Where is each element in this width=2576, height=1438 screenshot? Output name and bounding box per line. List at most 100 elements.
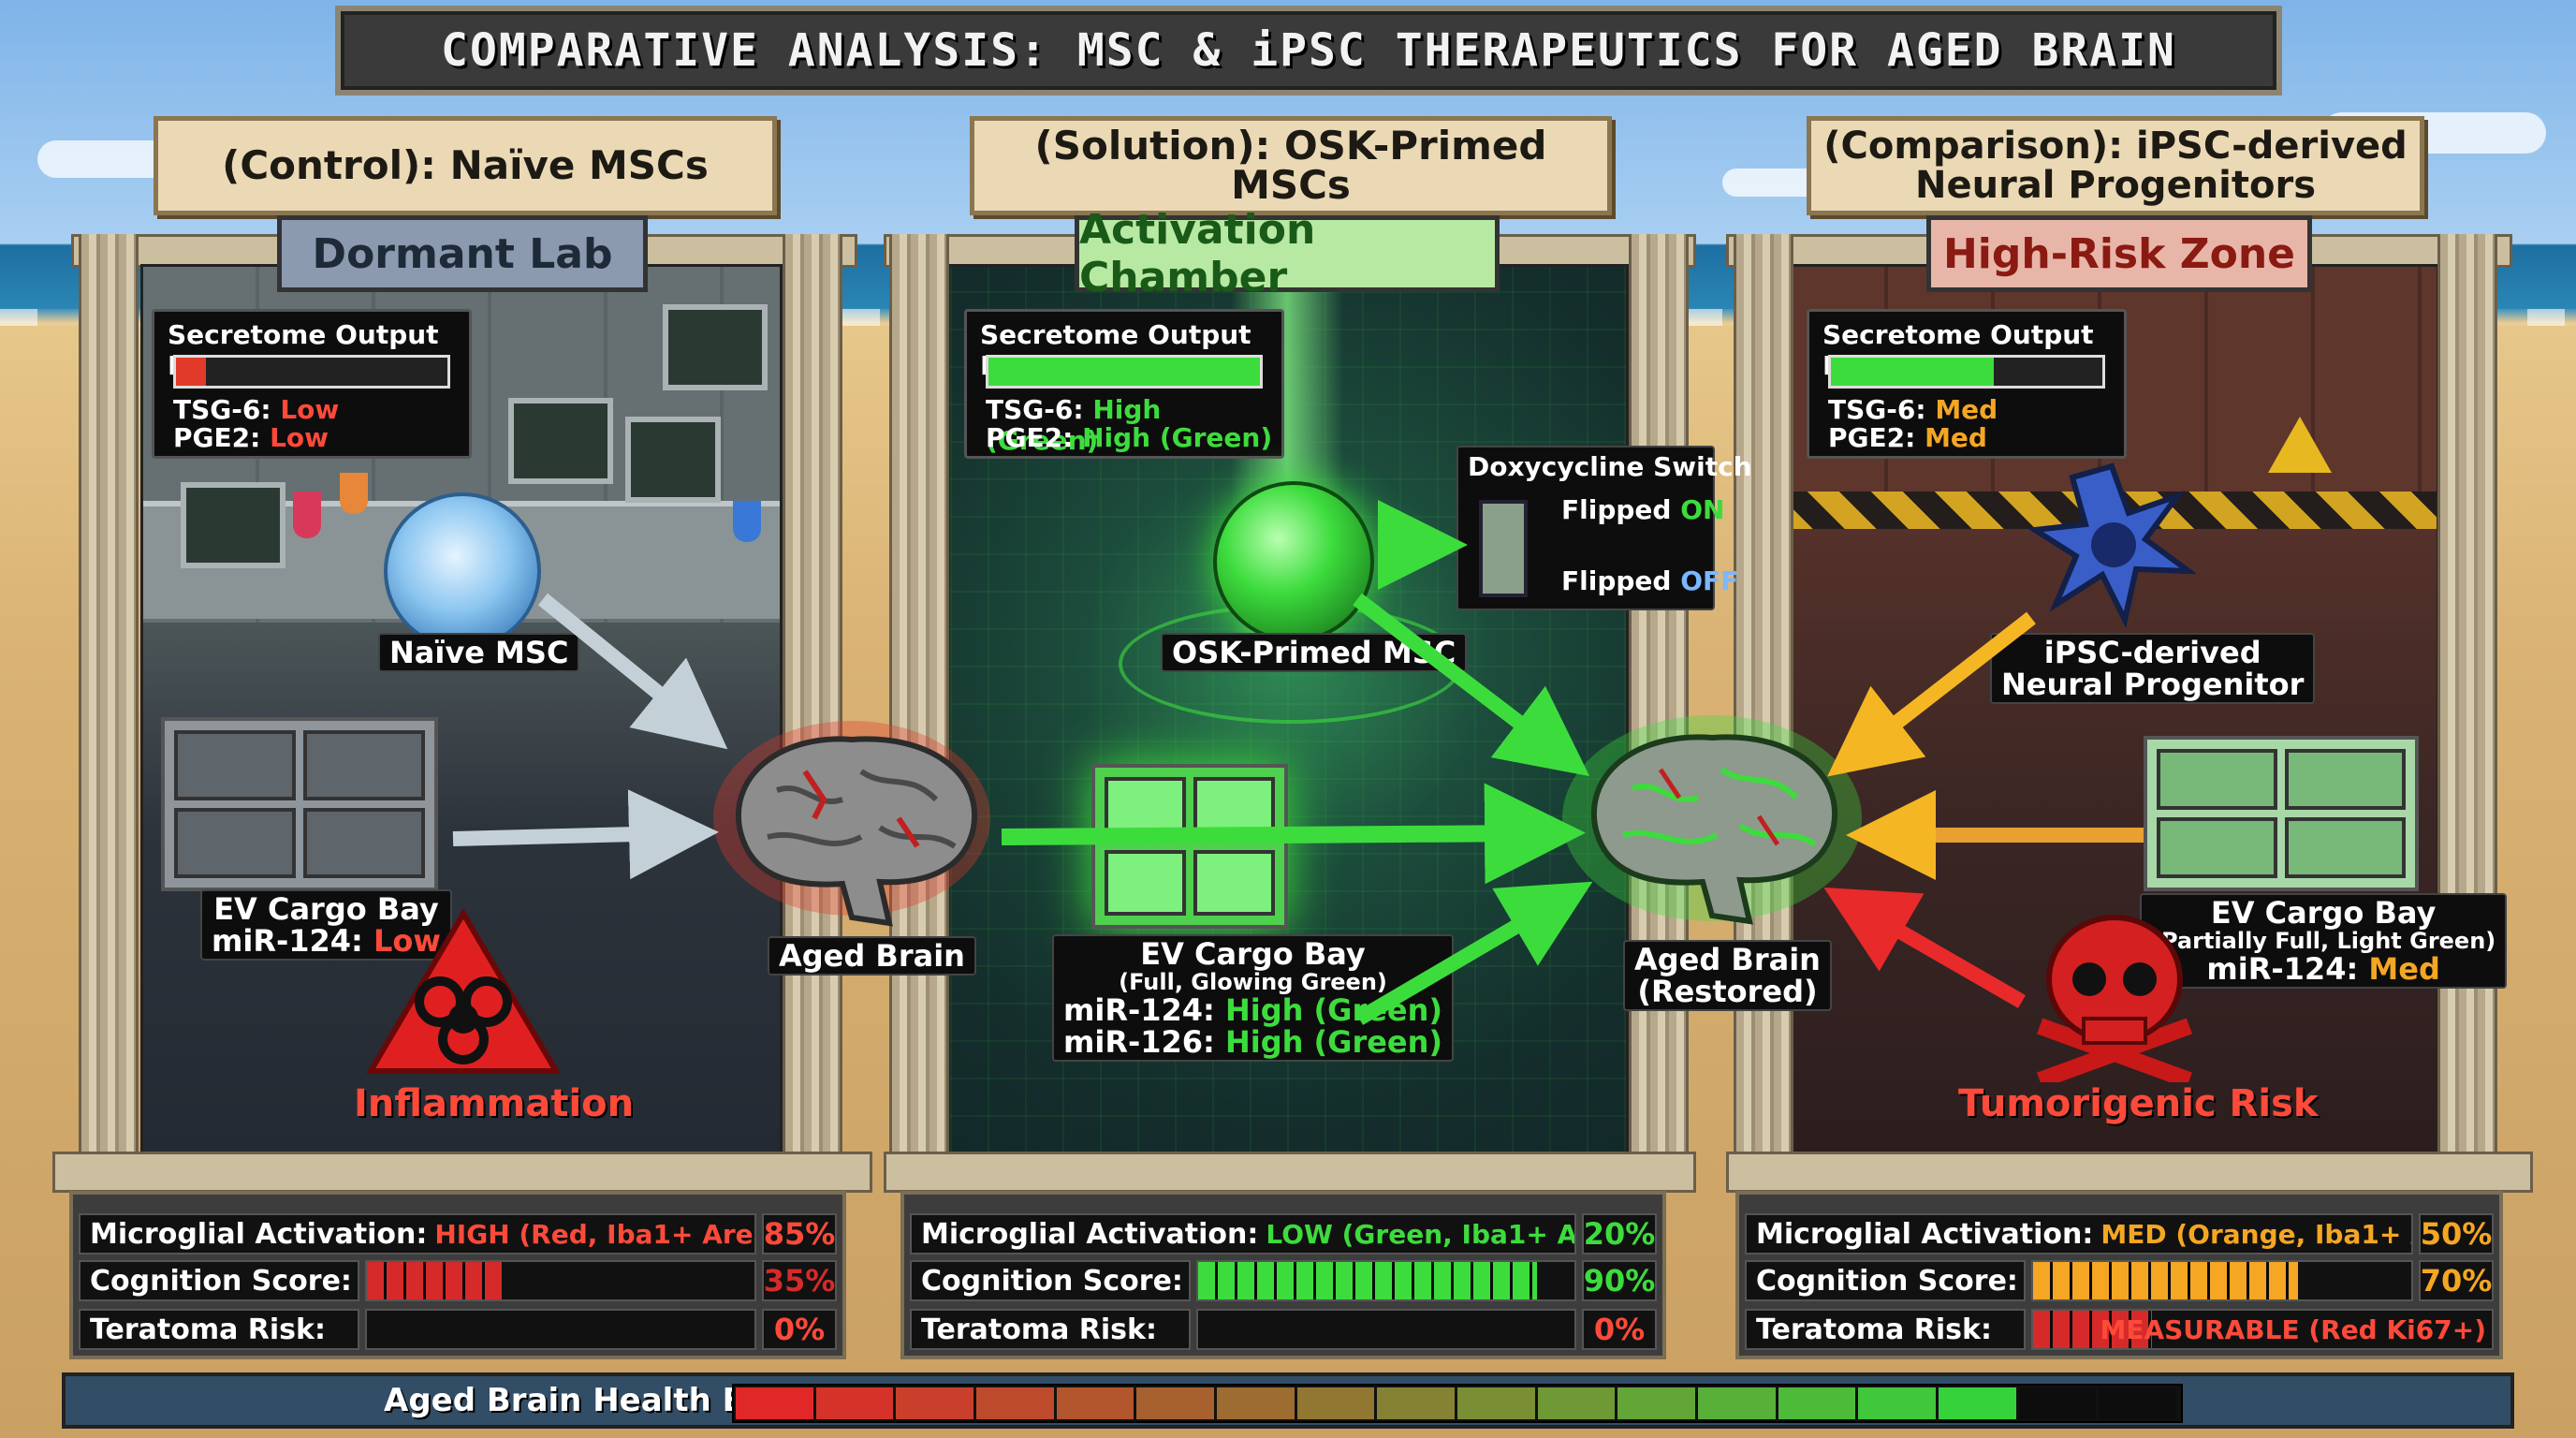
- meter-value: Med: [1935, 394, 1998, 425]
- microglial-pct: 20%: [1582, 1213, 1657, 1255]
- cognition-label: Cognition Score:: [910, 1260, 1191, 1301]
- health-bar-segment: [1939, 1387, 2016, 1419]
- cargo-slot: [2285, 817, 2406, 878]
- lab-monitor: [508, 398, 613, 484]
- toggle-switch-icon[interactable]: [1479, 500, 1528, 597]
- health-bar-segment: [1858, 1387, 1936, 1419]
- microglial-pct: 85%: [762, 1213, 837, 1255]
- ipsc-neural-progenitor-icon: [2027, 462, 2196, 627]
- cognition-label: Cognition Score:: [1745, 1260, 2026, 1301]
- meter-key: TSG-6:: [173, 394, 271, 425]
- cargo-key: miR-124:: [212, 923, 363, 959]
- secretome-meter-comparison: Secretome Output Meter TSG-6: Med PGE2: …: [1807, 309, 2127, 459]
- cargo-key: miR-126:: [1063, 1024, 1215, 1060]
- cognition-pct: 90%: [1582, 1260, 1657, 1301]
- health-bar-segment: [1217, 1387, 1295, 1419]
- stat-value: MED (Orange, Iba1+ Area 50%): [2100, 1218, 2411, 1250]
- microglial-activation-row: Microglial Activation: LOW (Green, Iba1+…: [910, 1213, 1576, 1255]
- flask-icon: [340, 473, 368, 514]
- column-label-text: (Solution): OSK-Primed MSCs: [1034, 123, 1547, 208]
- meter-tsg6: TSG-6: High (Green): [986, 394, 1281, 456]
- meter-key: PGE2:: [986, 422, 1074, 453]
- cargo-slot: [303, 808, 425, 878]
- restored-brain-icon: [1562, 715, 1862, 925]
- health-bar-label: Aged Brain Health Bar: [384, 1382, 784, 1419]
- meter-bar: [986, 355, 1263, 389]
- label-line: iPSC-derived: [2043, 635, 2261, 670]
- cargo-key: miR-124:: [1063, 992, 1215, 1028]
- health-bar-segment: [2099, 1387, 2176, 1419]
- column-label-text: (Comparison): iPSC-derived: [1823, 125, 2408, 168]
- cargo-sub: (Partially Full, Light Green): [2151, 928, 2496, 954]
- cargo-slot: [174, 730, 296, 800]
- cargo-sub: (Full, Glowing Green): [1119, 969, 1387, 995]
- zone-label-high-risk: High-Risk Zone: [1926, 215, 2312, 292]
- cognition-label: Cognition Score:: [79, 1260, 359, 1301]
- inflammation-label: Inflammation: [354, 1082, 635, 1125]
- health-bar-segment: [896, 1387, 973, 1419]
- cargo-slot: [1105, 850, 1186, 916]
- cognition-bar-fill: [367, 1262, 503, 1299]
- meter-value: High (Green): [986, 394, 1162, 456]
- meter-bar: [173, 355, 450, 389]
- cargo-mir124: miR-124: Med: [2151, 953, 2496, 985]
- switch-off: Flipped OFF: [1561, 565, 1738, 597]
- stat-key: Microglial Activation:: [90, 1217, 428, 1251]
- health-bar-segment: [976, 1387, 1054, 1419]
- health-bar-segment: [1377, 1387, 1455, 1419]
- zone-label-text: High-Risk Zone: [1942, 229, 2296, 278]
- cognition-bar: [365, 1260, 756, 1301]
- cargo-slot: [2157, 749, 2277, 810]
- teratoma-label: Teratoma Risk:: [79, 1309, 359, 1350]
- label-line: Neural Progenitor: [2001, 667, 2305, 702]
- flask-icon: [293, 492, 321, 538]
- cargo-slot: [2285, 749, 2406, 810]
- stat-value: LOW (Green, Iba1+ Area 20%): [1266, 1218, 1576, 1250]
- zone-label-text: Dormant Lab: [312, 229, 613, 278]
- tumorigenic-risk-label: Tumorigenic Risk: [1958, 1082, 2319, 1125]
- arrow-cargo-to-brain: [452, 789, 719, 880]
- cargo-value: High (Green): [1224, 1024, 1443, 1060]
- health-bar-segment: [1617, 1387, 1695, 1419]
- health-bar-segment: [1136, 1387, 1214, 1419]
- meter-tsg6: TSG-6: Med: [1828, 394, 1998, 425]
- zone-label-activation-chamber: Activation Chamber: [1075, 206, 1500, 301]
- secretome-meter-solution: Secretome Output Meter TSG-6: High (Gree…: [964, 309, 1284, 459]
- cognition-bar: [2031, 1260, 2413, 1301]
- cargo-value: Med: [2368, 951, 2440, 987]
- arrow-msc-to-brain: [537, 593, 728, 750]
- teratoma-bar: [1196, 1309, 1576, 1350]
- health-bar-segment: [736, 1387, 813, 1419]
- cognition-bar: [1196, 1260, 1576, 1301]
- label-line: (Restored): [1637, 974, 1818, 1009]
- health-bar-segment: [1537, 1387, 1616, 1419]
- cargo-slot: [1193, 850, 1275, 916]
- meter-tsg6: TSG-6: Low: [173, 394, 339, 425]
- meter-key: TSG-6:: [986, 394, 1084, 425]
- biohazard-icon: [365, 908, 562, 1074]
- meter-fill: [1831, 358, 1994, 386]
- arrow-cargo-to-restored: [1354, 881, 1593, 1025]
- zone-label-dormant-lab: Dormant Lab: [277, 215, 648, 292]
- teratoma-pct: 0%: [1582, 1309, 1657, 1350]
- health-bar-segment: [1056, 1387, 1134, 1419]
- switch-on: Flipped ON: [1561, 494, 1724, 526]
- column-label-text-2: Neural Progenitors: [1914, 164, 2317, 207]
- ev-cargo-bay-comparison: [2144, 736, 2419, 891]
- stat-value: HIGH (Red, Iba1+ Area 85%): [434, 1218, 754, 1250]
- health-bar-segment: [1778, 1387, 1856, 1419]
- ev-cargo-label-comparison: EV Cargo Bay (Partially Full, Light Gree…: [2140, 893, 2508, 989]
- cargo-slot: [303, 730, 425, 800]
- cognition-bar-fill: [2033, 1262, 2298, 1299]
- title-banner: COMPARATIVE ANALYSIS: MSC & iPSC THERAPE…: [335, 6, 2282, 95]
- meter-value: Low: [270, 422, 329, 453]
- stat-key: Microglial Activation:: [1756, 1217, 2094, 1251]
- meter-fill: [988, 358, 1260, 386]
- meter-key: TSG-6:: [1828, 394, 1926, 425]
- health-bar-segment: [2018, 1387, 2097, 1419]
- health-bar-segment: [1296, 1387, 1375, 1419]
- meter-value: Med: [1925, 422, 1987, 453]
- health-bar-track: [732, 1384, 2183, 1423]
- naive-msc-label: Naïve MSC: [378, 633, 580, 672]
